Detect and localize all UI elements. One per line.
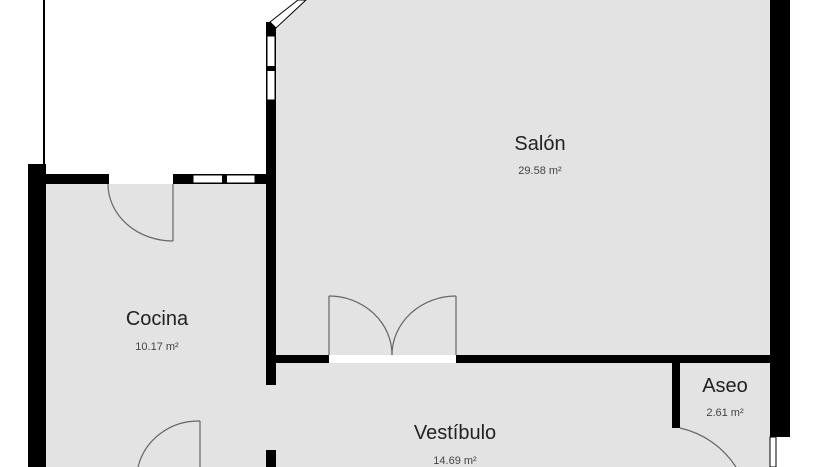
room-area-aseo: 2.61 m²: [706, 407, 744, 419]
aseo-wall: [672, 363, 680, 428]
exterior-line: [43, 0, 45, 166]
kitchen-top-wall: [46, 174, 109, 184]
cocina-lower-door-arc: [137, 420, 201, 467]
room-area-cocina: 10.17 m²: [135, 341, 179, 353]
salon-door-left-arc: [328, 295, 393, 356]
aseo-door-arc: [679, 427, 737, 467]
room-name-vestibulo: Vestíbulo: [414, 422, 496, 444]
salon-floor: [276, 0, 770, 355]
room-area-vestibulo: 14.69 m²: [433, 455, 477, 467]
right-window: [769, 436, 777, 467]
room-name-cocina: Cocina: [126, 308, 189, 330]
window-mullion: [222, 175, 227, 183]
salon-door-right-arc: [391, 295, 457, 356]
room-area-salon: 29.58 m²: [518, 165, 562, 177]
room-name-aseo: Aseo: [702, 375, 748, 397]
salon-diagonal-window: [269, 0, 307, 29]
vestibulo-left-wall: [266, 450, 276, 467]
salon-left-wall: [266, 22, 276, 385]
window-mullion: [267, 66, 275, 71]
salon-bottom-wall-right: [456, 355, 770, 363]
room-name-salon: Salón: [514, 133, 565, 155]
cocina-floor: [46, 184, 266, 467]
kitchen-door-arc: [107, 183, 174, 242]
right-wall: [770, 0, 790, 437]
salon-bottom-wall: [276, 355, 329, 363]
left-wall: [28, 164, 46, 467]
aseo-floor: [680, 363, 770, 467]
